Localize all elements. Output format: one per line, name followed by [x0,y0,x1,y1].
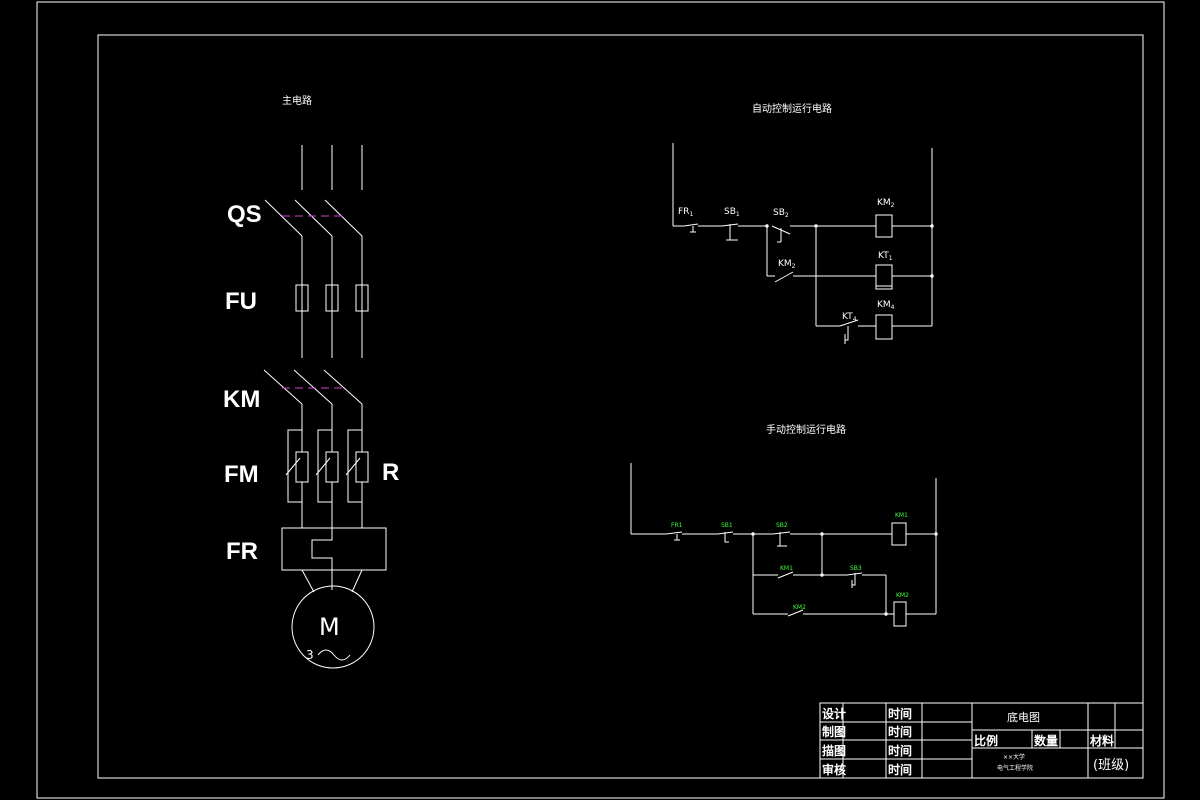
tb-time-1: 时间 [888,706,912,721]
tb-design: 设计 [822,706,846,721]
label-km2-contact: KM2 [778,259,796,270]
label-manual-km1: KM1 [895,512,908,519]
label-km4: KM4 [877,300,895,311]
main-circuit: 主电路 QS FU KM [223,94,399,669]
label-fu: FU [225,288,257,315]
tb-class: (班级) [1093,758,1129,773]
tb-school-2: 电气工程学院 [997,764,1033,772]
coil-kt1 [875,264,893,290]
label-manual-fr: FR1 [671,522,683,529]
tb-scale: 比例 [974,733,998,748]
manual-control-circuit: 手动控制运行电路 FR1 SB1 SB2 KM1 [630,423,938,627]
coil-km4 [875,314,893,340]
tb-time-3: 时间 [888,743,912,758]
tb-time-4: 时间 [888,762,912,777]
fr-block [281,527,387,571]
label-r: R [382,459,399,486]
coil-manual-km1 [891,522,907,546]
label-manual-km2c: KM2 [793,604,806,611]
label-manual-sb2: SB2 [776,522,788,529]
auto-circuit-title: 自动控制运行电路 [752,102,832,115]
motor-phase: 3 [306,648,314,662]
label-km: KM [223,386,260,413]
label-manual-km1c: KM1 [780,565,793,572]
label-manual-sb1: SB1 [721,522,733,529]
motor-symbol [291,585,375,669]
label-manual-km2: KM2 [896,592,909,599]
title-block: 设计 制图 描图 审核 时间 时间 时间 时间 底电图 比例 数量 材料 ××大… [819,702,1144,779]
label-fr1: FR1 [678,207,693,218]
tb-time-2: 时间 [888,724,912,739]
coil-manual-km2 [893,601,907,627]
tb-school-1: ××大学 [1003,753,1025,761]
label-km2-coil: KM2 [877,198,895,209]
motor-ac-symbol [317,649,351,661]
label-sb1: SB1 [724,207,740,218]
manual-circuit-title: 手动控制运行电路 [766,423,846,436]
label-fr: FR [226,538,258,565]
label-kt4: KT4 [842,312,857,323]
tb-review: 审核 [822,762,846,777]
label-sb2: SB2 [773,208,789,219]
tb-material: 材料 [1089,733,1114,748]
fm-block [285,429,369,503]
tb-trace: 描图 [822,743,846,758]
tb-draw: 制图 [822,724,846,739]
inner-border [97,34,1144,779]
label-kt1: KT1 [878,251,893,262]
main-circuit-title: 主电路 [282,94,312,107]
auto-control-circuit: 自动控制运行电路 FR1 SB1 SB2 KM2 KM2 [672,102,934,344]
outer-border [36,1,1165,799]
tb-quantity: 数量 [1034,733,1058,748]
motor-m: M [319,613,340,641]
tb-drawing-name: 底电图 [1007,710,1040,724]
label-fm: FM [224,461,259,488]
coil-km2 [875,214,893,238]
label-manual-sb3: SB3 [850,565,862,572]
label-qs: QS [227,201,262,228]
